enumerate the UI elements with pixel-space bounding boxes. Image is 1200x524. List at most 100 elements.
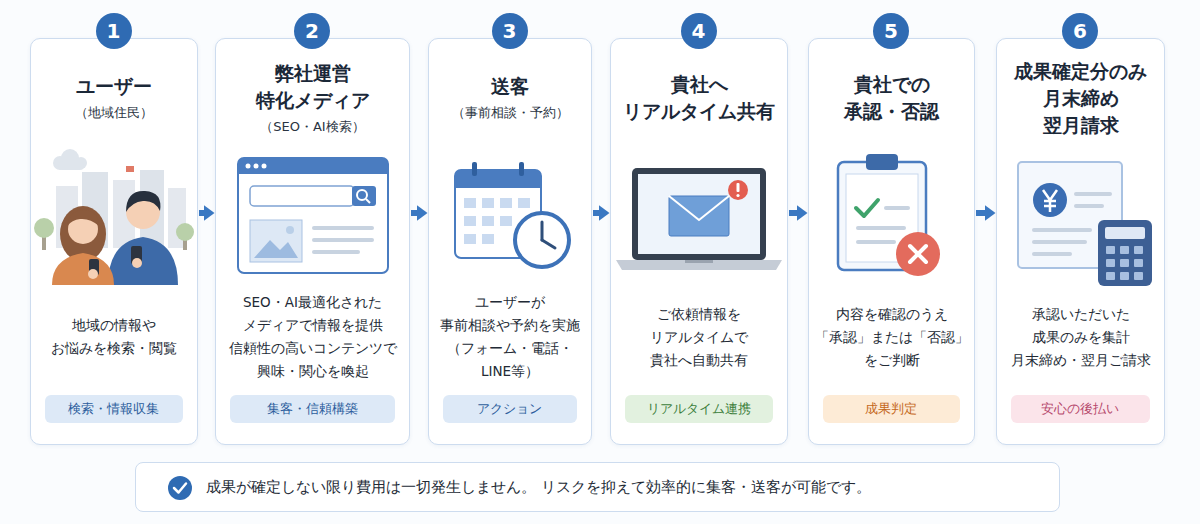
tag-text: アクション — [477, 400, 542, 418]
browser-window-part — [312, 250, 360, 254]
invoice-icon-part — [1033, 183, 1067, 217]
text-line: 送客 — [491, 73, 529, 100]
card-body: 地域の情報や お悩みを検索・閲覧 — [33, 291, 195, 383]
tag-pill: 集客・信頼構築 — [230, 395, 395, 423]
card-body: SEO・AI最適化された メディアで情報を提供 信頼性の高いコンテンツで 興味・… — [218, 291, 407, 383]
step-card: 6成果確定分のみ 月末締め 翌月請求承認いただいた 成果のみを集計 月末締め・翌… — [996, 38, 1165, 445]
text-line: 承認・否認 — [844, 98, 939, 125]
text-line: （事前相談・予約） — [452, 103, 569, 123]
woman-figure-part — [52, 253, 114, 285]
text-line: 月末締め — [1014, 85, 1147, 112]
buildings-part — [82, 172, 108, 248]
calendar-icon-part — [500, 198, 512, 208]
clipboard-icon-part — [846, 174, 918, 262]
tag-pill: リアルタイム連携 — [625, 395, 773, 423]
step-card: 5貴社での 承認・否認内容を確認のうえ 「承認」または「否認」 をご判断成果判定 — [808, 38, 975, 445]
flow-arrow — [789, 210, 797, 216]
cloud-part — [53, 156, 67, 170]
text-line: 地域の情報や — [51, 314, 177, 337]
browser-window-part — [262, 164, 267, 169]
step-subtitle: （地域住民） — [75, 103, 153, 123]
step-description: 承認いただいた 成果のみを集計 月末締め・翌月ご請求 — [1011, 303, 1151, 372]
step-number: 1 — [96, 13, 132, 49]
calendar-icon-part — [518, 198, 530, 208]
card-header: 成果確定分のみ 月末締め 翌月請求 — [999, 55, 1162, 141]
step-title: 送客 — [491, 73, 529, 100]
check-icon-part — [174, 484, 186, 493]
card-body: 承認いただいた 成果のみを集計 月末締め・翌月ご請求 — [999, 291, 1162, 383]
woman-figure-part — [68, 214, 98, 244]
invoice-icon-part — [1018, 162, 1122, 268]
buildings-part — [113, 180, 135, 248]
cloud-part — [58, 162, 84, 170]
browser-window-part — [238, 166, 388, 174]
step-title: 貴社での 承認・否認 — [844, 71, 939, 125]
text-line: ご依頼情報を — [650, 303, 748, 326]
text-line: ユーザーが — [440, 291, 580, 314]
calendar-icon-part — [482, 198, 494, 208]
man-figure-part — [131, 246, 142, 264]
calendar-icon-part — [455, 170, 541, 188]
calendar-icon-part — [500, 216, 512, 226]
browser-window-part — [254, 164, 259, 169]
laptop-icon-part — [616, 260, 782, 270]
trees-part — [183, 236, 187, 250]
man-figure — [108, 191, 178, 285]
clock-icon-part — [541, 222, 544, 240]
step-description: 地域の情報や お悩みを検索・閲覧 — [51, 314, 177, 360]
cloud-part — [61, 149, 79, 167]
text-line: 「承認」または「否認」 — [815, 326, 969, 349]
calculator-icon-part — [1134, 259, 1143, 267]
buildings — [56, 166, 186, 248]
calculator-icon-part — [1098, 220, 1152, 286]
card-body: ユーザーが 事前相談や予約を実施 （フォーム・電話・ LINE等） — [431, 291, 589, 383]
browser-window-part — [352, 186, 376, 206]
man-figure-part — [108, 237, 178, 285]
clipboard-icon-part — [856, 226, 906, 230]
alert-badge-part — [737, 183, 740, 192]
tag-pill: アクション — [443, 395, 577, 423]
step-description: ユーザーが 事前相談や予約を実施 （フォーム・電話・ LINE等） — [440, 291, 580, 383]
calendar-icon-part — [455, 170, 541, 258]
tag-text: 成果判定 — [865, 400, 917, 418]
buildings-part — [56, 186, 78, 248]
text-line: SEO・AI最適化された — [229, 291, 397, 314]
text-line: お悩みを検索・閲覧 — [51, 337, 177, 360]
text-line: 貴社へ自動共有 — [650, 349, 748, 372]
text-line: 承認いただいた — [1011, 303, 1151, 326]
trees — [34, 218, 194, 250]
card-header: ユーザー （地域住民） — [33, 55, 195, 141]
calendar-icon-part — [482, 216, 494, 226]
step-subtitle: （事前相談・予約） — [452, 103, 569, 123]
browser-window-part — [366, 199, 370, 203]
browser-window — [238, 158, 388, 273]
step-number: 2 — [294, 13, 330, 49]
browser-window-part — [250, 220, 302, 262]
trees-part — [34, 218, 54, 238]
text-line: 成果のみを集計 — [1011, 326, 1151, 349]
step-number: 6 — [1062, 13, 1098, 49]
text-line: （フォーム・電話・ — [440, 337, 580, 360]
laptop-icon-part — [632, 168, 766, 260]
calculator-icon-part — [1105, 227, 1145, 239]
tag-text: 安心の後払い — [1041, 400, 1119, 418]
cloud — [53, 149, 87, 170]
step-title: 弊社運営 特化メディア — [256, 60, 370, 114]
tag-text: 検索・情報収集 — [68, 400, 159, 418]
text-line: LINE等） — [440, 360, 580, 383]
calendar-icon-part — [464, 234, 476, 244]
text-line: ユーザー — [76, 73, 152, 100]
buildings-part — [126, 166, 134, 172]
note-box: 成果が確定しない限り費用は一切発生しません。 リスクを抑えて効率的に集客・送客が… — [135, 462, 1060, 512]
step-number: 5 — [873, 13, 909, 49]
man-figure-part — [126, 195, 160, 229]
man-figure-part — [132, 258, 142, 268]
calendar-icon-part — [482, 234, 494, 244]
browser-window-part — [238, 158, 388, 273]
tag-pill: 安心の後払い — [1011, 395, 1150, 423]
text-line: 貴社へ — [623, 71, 775, 98]
card-header: 貴社での 承認・否認 — [811, 55, 972, 141]
browser-window-part — [286, 226, 294, 234]
text-line: 翌月請求 — [1014, 112, 1147, 139]
laptop-icon-part — [638, 174, 760, 254]
